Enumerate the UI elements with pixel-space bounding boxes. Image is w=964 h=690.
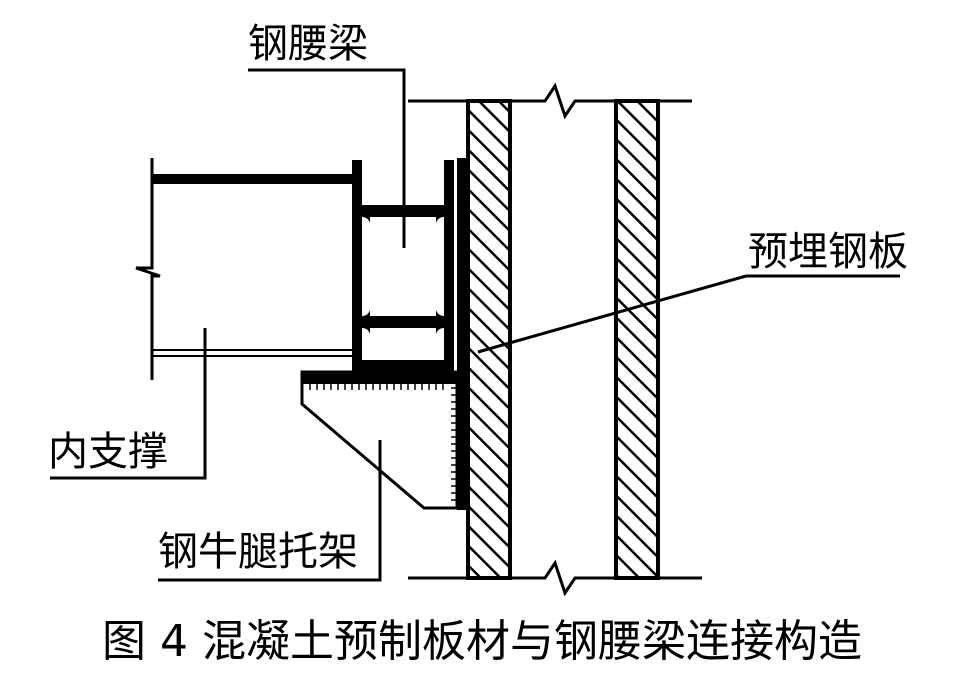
top-boundary-line	[408, 82, 692, 120]
label-steel-waist-beam: 钢腰梁	[248, 21, 368, 67]
inner-support-beam	[135, 158, 352, 380]
precast-panel-right	[614, 99, 660, 580]
leader-bracket	[158, 440, 382, 582]
figure-caption: 图 4 混凝土预制板材与钢腰梁连接构造	[102, 616, 862, 667]
precast-panel-left	[466, 99, 512, 580]
label-bracket: 钢牛腿托架	[158, 529, 358, 575]
leader-steel-waist-beam	[248, 68, 406, 248]
label-inner-support: 内支撑	[48, 429, 168, 475]
leader-embedded-plate	[477, 274, 900, 354]
leader-inner-support	[50, 328, 207, 480]
bottom-boundary-line	[408, 559, 702, 597]
embedded-steel-plate	[457, 158, 467, 510]
weld-marks	[309, 384, 457, 501]
label-embedded-plate: 预埋钢板	[748, 229, 908, 275]
